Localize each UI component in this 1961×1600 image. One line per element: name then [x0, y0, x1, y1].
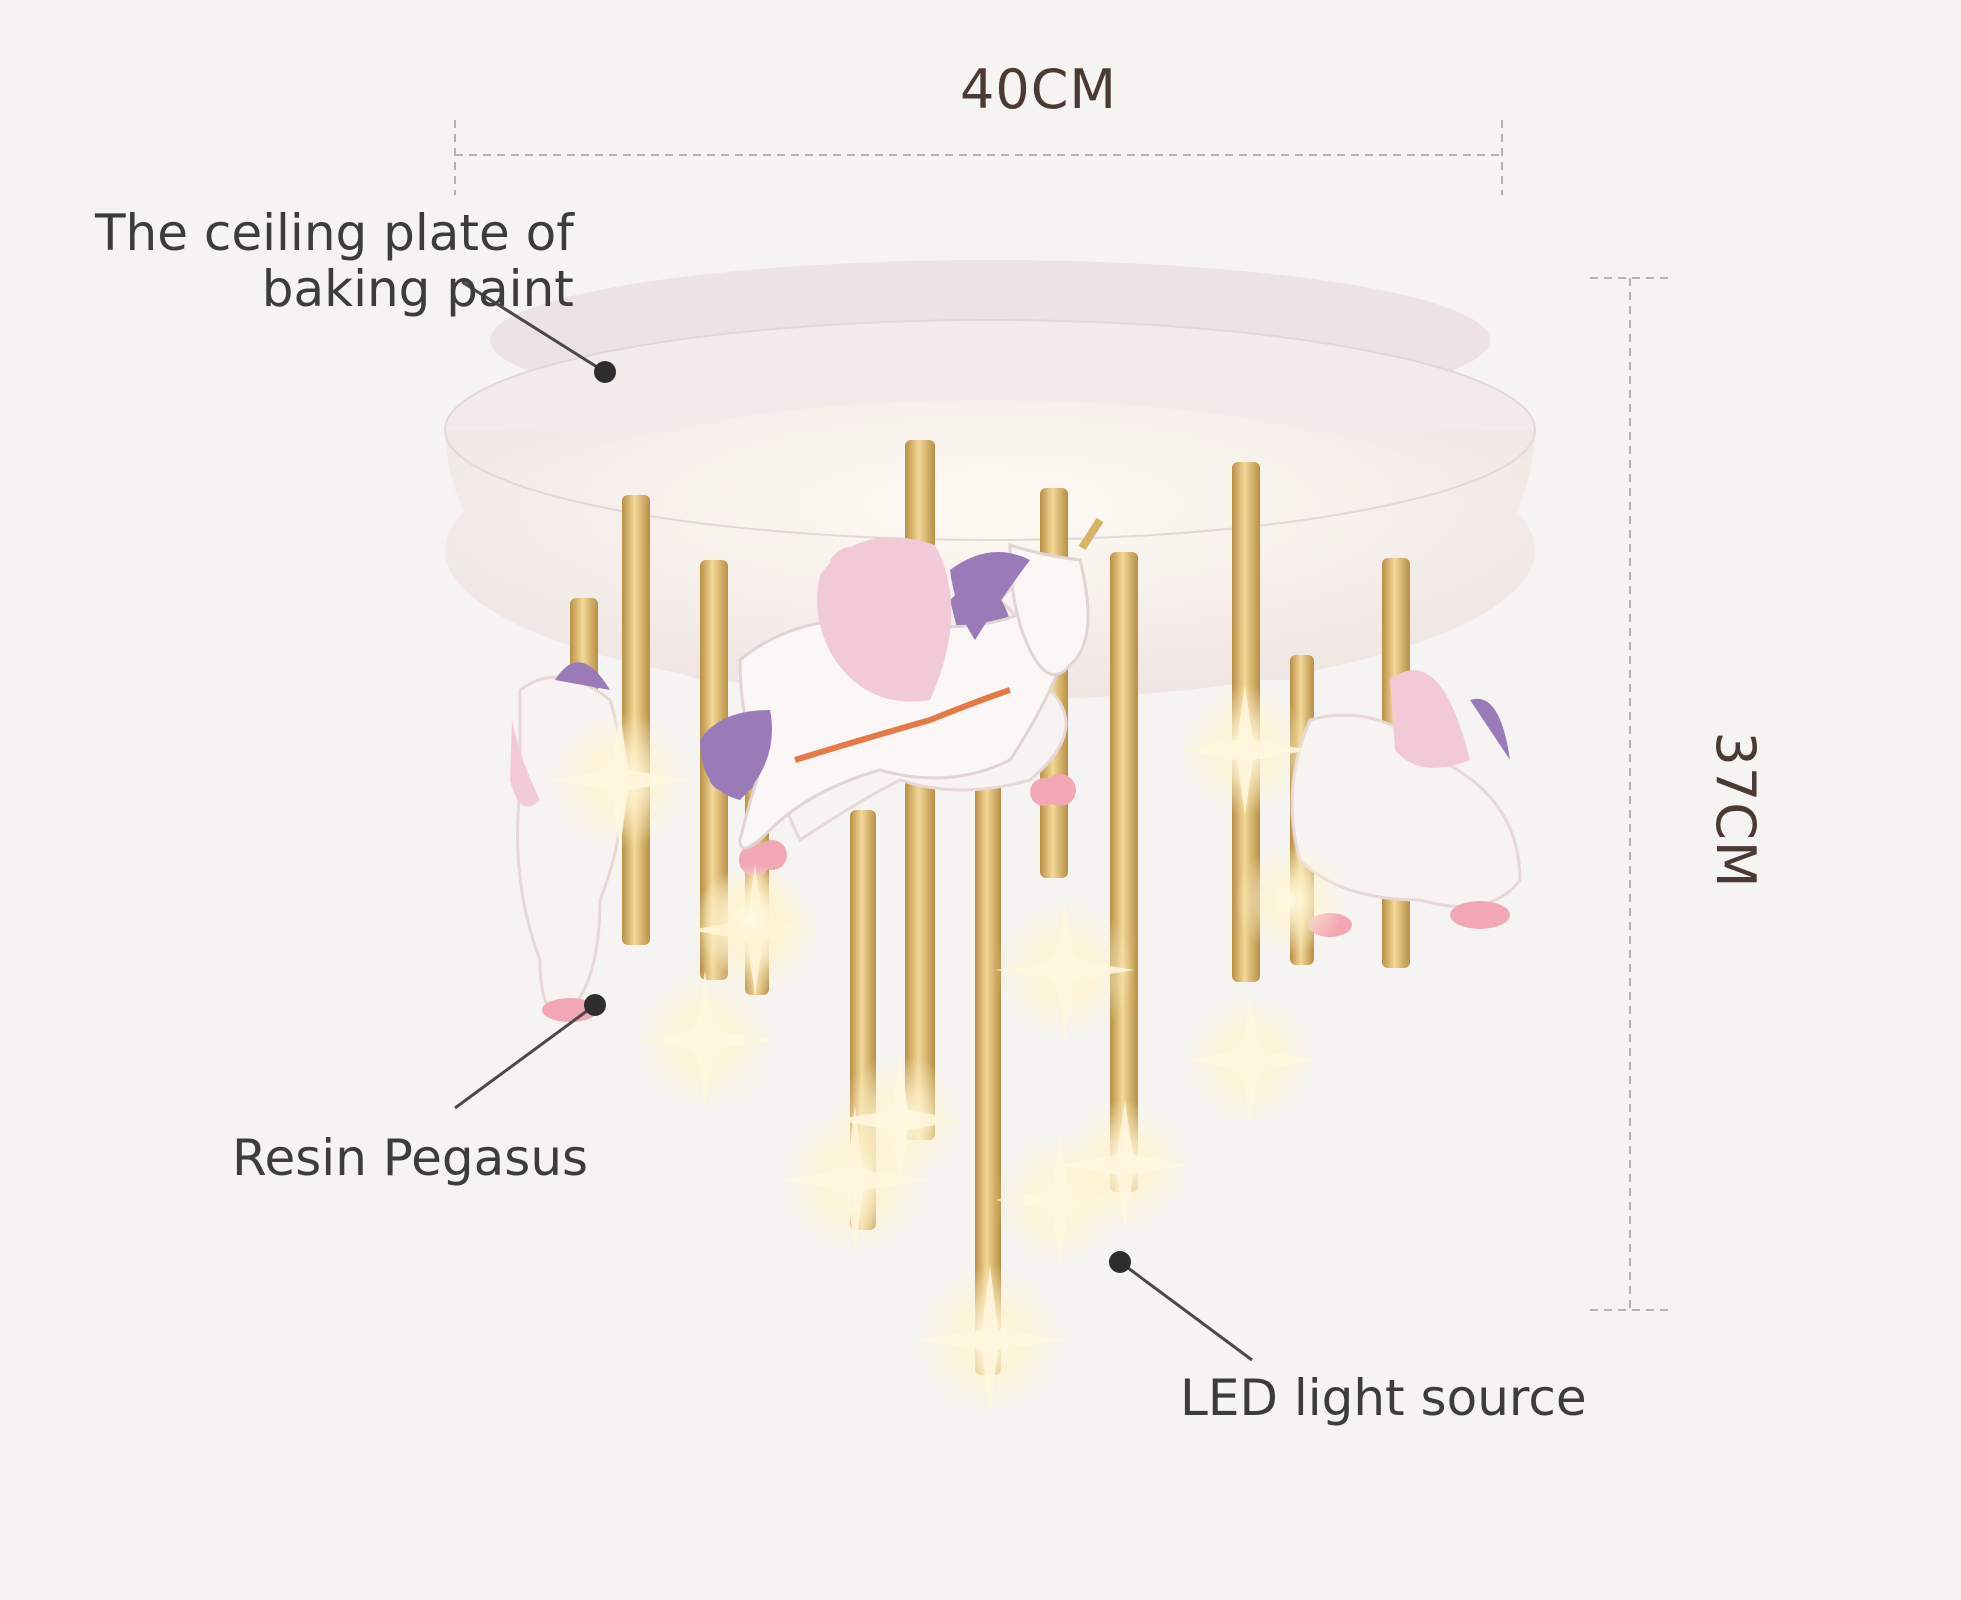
led-star-bulbs [550, 685, 1345, 1415]
ceiling-plate-label-line1: The ceiling plate of [95, 204, 574, 262]
leader-led [1109, 1251, 1253, 1362]
ceiling-plate-label: The ceiling plate of baking paint [95, 205, 574, 317]
height-dimension-line [1590, 277, 1670, 1311]
pegasus-figure-right [1290, 670, 1522, 937]
ceiling-plate-label-line2: baking paint [261, 260, 574, 318]
height-dimension-label: 37CM [1704, 731, 1768, 889]
leader-pegasus [454, 994, 606, 1110]
pegasus-label: Resin Pegasus [232, 1129, 589, 1187]
pegasus-figure-front [700, 517, 1104, 870]
width-dimension-line [454, 120, 1503, 195]
leader-ceiling-plate [461, 280, 616, 383]
width-dimension-label: 40CM [960, 58, 1118, 121]
led-label: LED light source [1180, 1369, 1587, 1427]
